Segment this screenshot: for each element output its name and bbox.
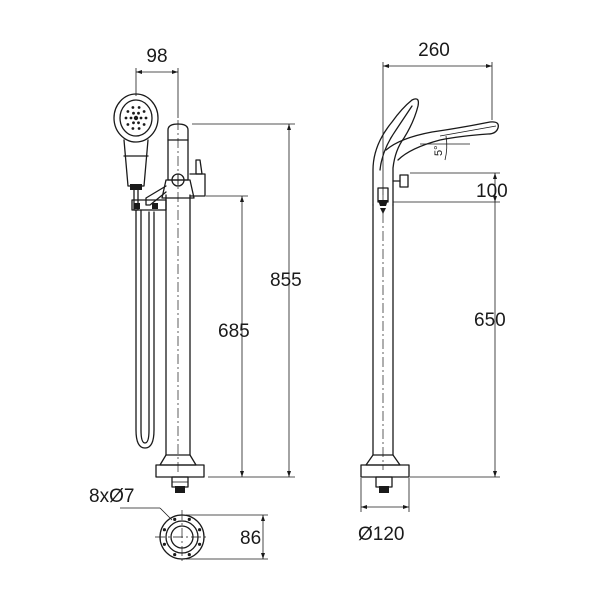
nozzle-dot bbox=[124, 116, 128, 120]
nozzle-dot bbox=[133, 115, 139, 121]
nozzle-dot bbox=[131, 106, 135, 109]
mount-hole bbox=[162, 542, 166, 546]
dim-98: 98 bbox=[146, 46, 167, 67]
nozzle-dot bbox=[131, 127, 135, 130]
nozzle-dot bbox=[126, 123, 130, 126]
side-base bbox=[360, 454, 410, 493]
riser-pipe bbox=[165, 120, 191, 475]
mount-holes bbox=[162, 517, 202, 557]
dim-855: 855 bbox=[270, 270, 302, 291]
side-view bbox=[360, 98, 499, 493]
front-view bbox=[113, 93, 206, 493]
dim-120: Ø120 bbox=[358, 524, 404, 545]
nozzle-dot bbox=[137, 127, 141, 130]
side-spout bbox=[372, 98, 499, 206]
nozzle-dot bbox=[144, 116, 148, 120]
side-riser bbox=[372, 195, 394, 470]
nozzle-dot bbox=[126, 110, 130, 113]
dim-260: 260 bbox=[418, 40, 450, 61]
nozzle-dot bbox=[137, 111, 140, 115]
front-dimensions: 98 855 685 8xØ7 bbox=[89, 46, 302, 521]
nozzle-dot bbox=[137, 121, 140, 125]
dim-86: 86 bbox=[240, 528, 261, 549]
nozzle-dot bbox=[132, 121, 135, 125]
mount-hole bbox=[198, 542, 202, 546]
hand-shower bbox=[113, 93, 159, 211]
dim-mount-holes: 8xØ7 bbox=[89, 486, 134, 507]
mount-hole bbox=[173, 517, 177, 522]
diverter-valve bbox=[145, 159, 206, 206]
dim-100: 100 bbox=[476, 181, 508, 202]
mount-hole bbox=[173, 553, 177, 557]
hose-bracket bbox=[131, 199, 167, 211]
base-plan-view: 86 bbox=[155, 510, 268, 564]
nozzle-dot bbox=[132, 111, 135, 115]
mount-hole bbox=[198, 528, 202, 532]
nozzle-dot bbox=[137, 106, 141, 109]
dim-685: 685 bbox=[218, 321, 250, 342]
nozzle-dot bbox=[139, 116, 143, 120]
mount-hole bbox=[187, 517, 191, 522]
side-dimensions: 260 5° 100 650 Ø120 bbox=[358, 40, 508, 545]
nozzle-dot bbox=[142, 123, 146, 126]
nozzle-dots bbox=[124, 106, 148, 130]
dim-650: 650 bbox=[474, 310, 506, 331]
nozzle-dot bbox=[129, 116, 133, 120]
mount-hole bbox=[187, 553, 191, 557]
mount-hole bbox=[162, 528, 166, 532]
front-base bbox=[155, 454, 205, 493]
nozzle-dot bbox=[142, 110, 146, 113]
dim-angle: 5° bbox=[433, 145, 445, 156]
shower-hose bbox=[135, 209, 155, 449]
